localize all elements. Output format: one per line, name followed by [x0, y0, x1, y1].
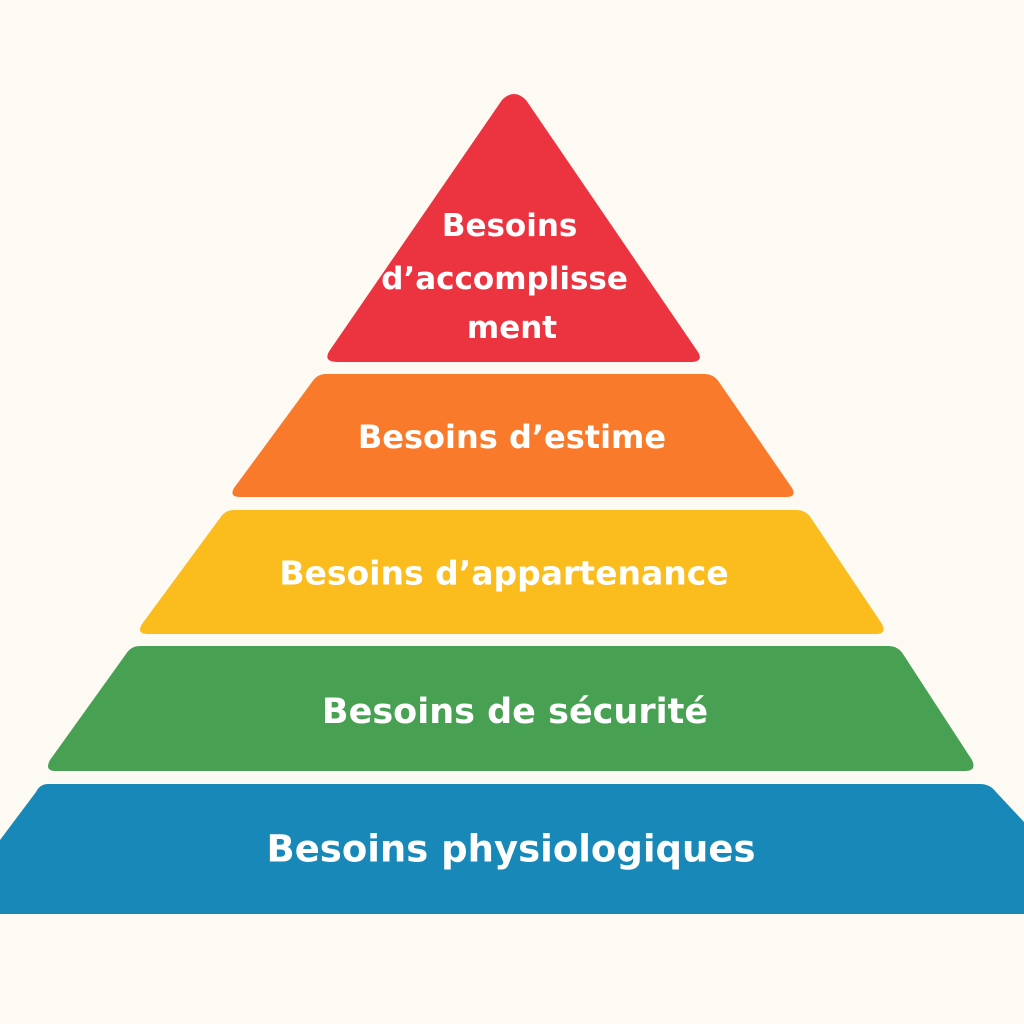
tier-accomplissement-shape — [327, 94, 700, 362]
tier-appartenance: Besoins d’appartenance — [140, 510, 884, 634]
tier-appartenance-shape — [140, 510, 884, 634]
tier-securite-label: Besoins de sécurité — [322, 692, 708, 732]
tier-accomplissement-label: Besoins d’accomplisse ment — [381, 208, 638, 346]
tier-accomplissement-label-line-2: d’accomplisse — [381, 261, 628, 297]
tier-appartenance-label: Besoins d’appartenance — [279, 554, 728, 593]
tier-physiologiques-label: Besoins physiologiques — [267, 828, 756, 871]
tier-estime: Besoins d’estime — [232, 374, 794, 497]
tier-estime-shape — [232, 374, 794, 497]
tier-physiologiques-shape — [0, 784, 1024, 914]
tier-accomplissement-label-line-3: ment — [467, 310, 557, 346]
tier-accomplissement-label-line-1: Besoins — [442, 208, 578, 244]
tier-securite: Besoins de sécurité — [48, 646, 974, 771]
tier-estime-label: Besoins d’estime — [358, 418, 666, 456]
tier-accomplissement: Besoins d’accomplisse ment — [327, 94, 700, 362]
tier-physiologiques: Besoins physiologiques — [0, 784, 1024, 914]
tier-securite-shape — [48, 646, 974, 771]
